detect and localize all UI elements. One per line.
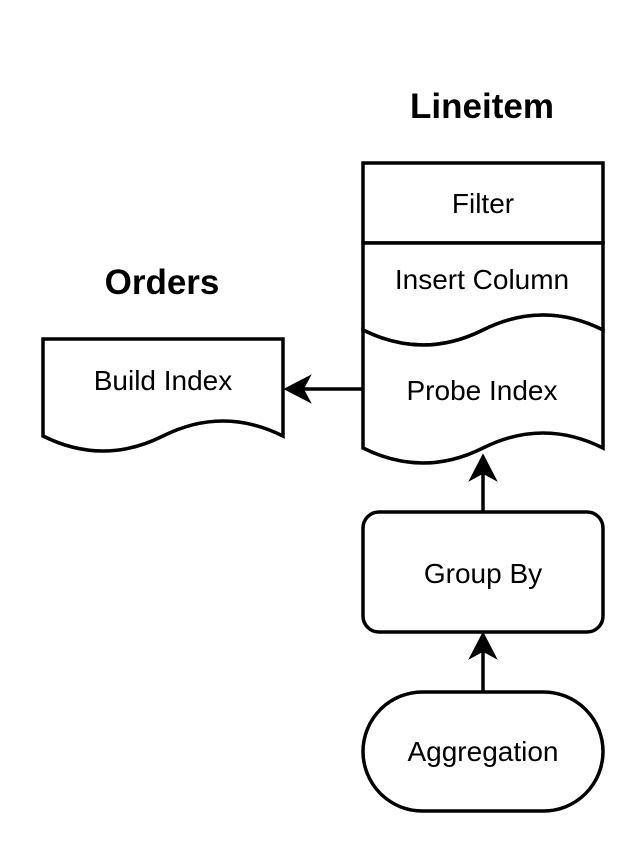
probe-index-step: Probe Index xyxy=(361,313,605,465)
arrow-probe-to-build xyxy=(283,374,363,404)
arrow-probe-to-build-head xyxy=(283,374,312,404)
arrow-aggregation-to-groupby xyxy=(468,631,498,692)
probe-index-box xyxy=(361,313,605,465)
arrow-groupby-to-probe xyxy=(468,453,498,512)
lineitem-title: Lineitem xyxy=(410,87,554,126)
filter-box xyxy=(361,161,605,245)
build-index-step: Build Index xyxy=(41,337,285,453)
aggregation-label: Aggregation xyxy=(407,736,558,767)
group-by-step: Group By xyxy=(361,510,605,634)
build-index-label: Build Index xyxy=(94,365,233,396)
orders-title: Orders xyxy=(105,263,220,302)
build-index-box xyxy=(41,337,285,453)
filter-label: Filter xyxy=(452,188,514,219)
insert-column-label: Insert Column xyxy=(395,264,569,295)
arrow-aggregation-to-groupby-head xyxy=(468,631,498,660)
aggregation-step: Aggregation xyxy=(361,690,605,813)
group-by-label: Group By xyxy=(424,558,542,589)
filter-step: Filter xyxy=(361,161,605,245)
arrow-groupby-to-probe-head xyxy=(468,453,498,482)
probe-index-label: Probe Index xyxy=(407,375,558,406)
